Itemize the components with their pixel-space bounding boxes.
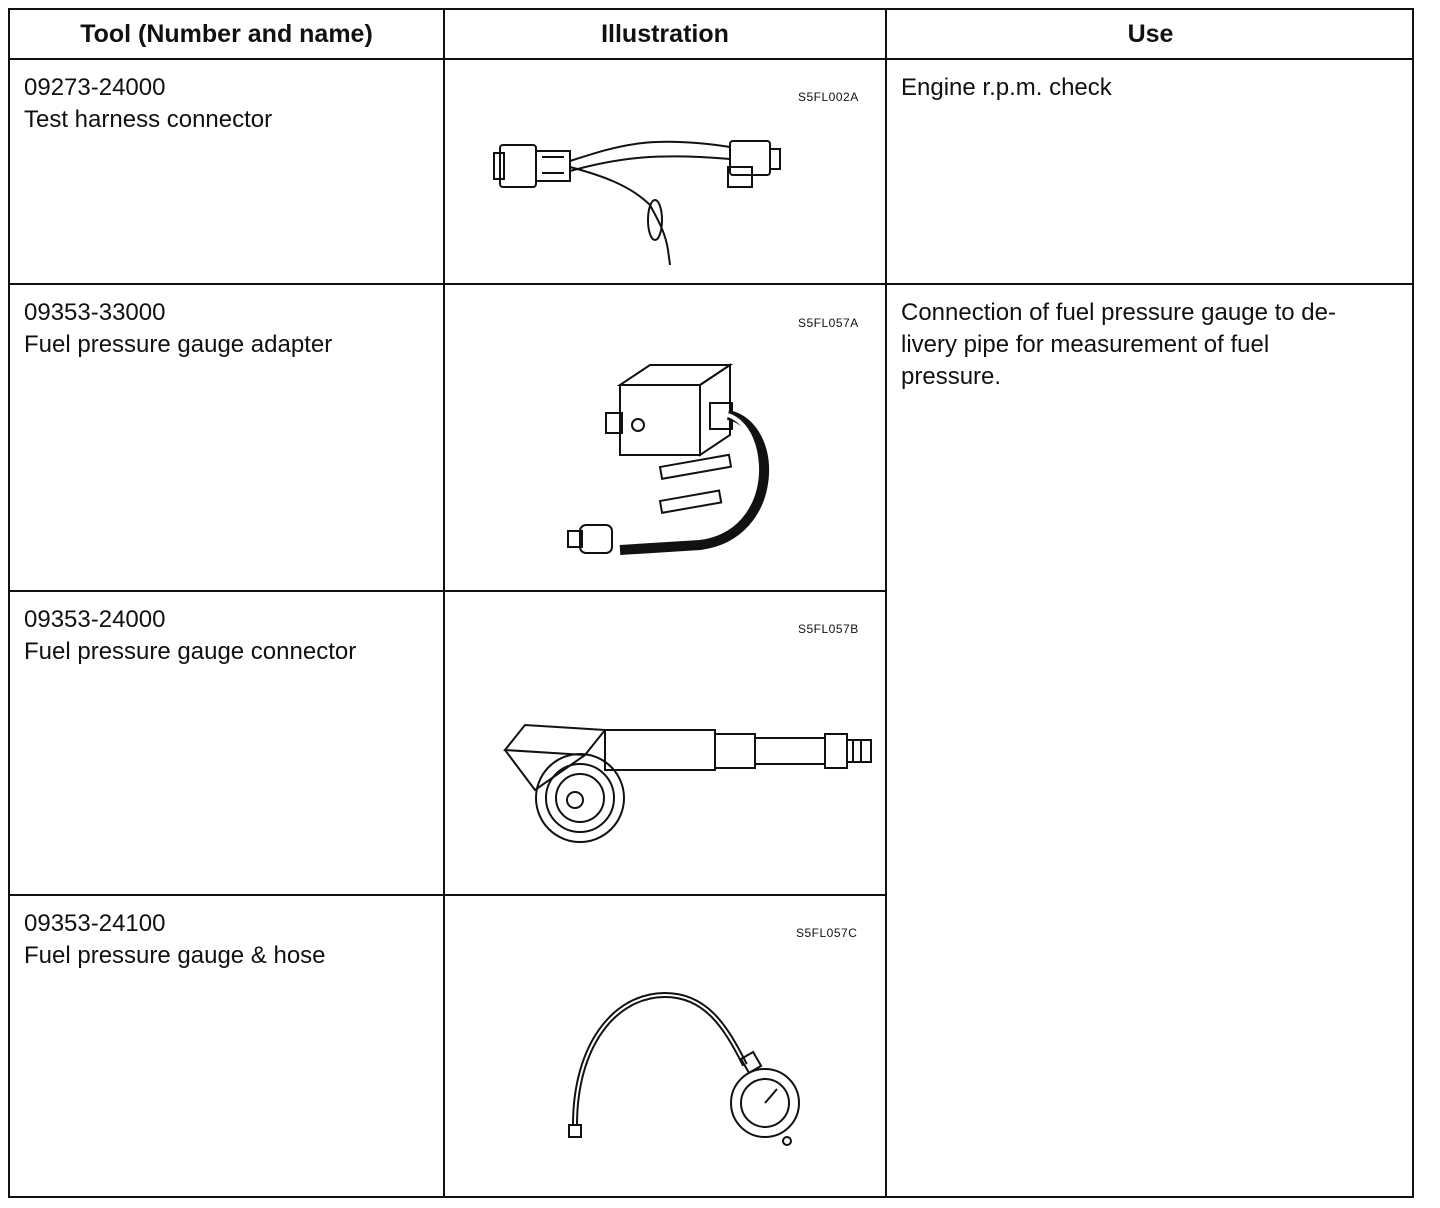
column-divider	[885, 10, 887, 1198]
use-cell: Connection of fuel pressure gauge to de-…	[901, 297, 1401, 393]
fuel-pressure-gauge-adapter-icon	[567, 363, 770, 555]
tool-name: Fuel pressure gauge & hose	[24, 942, 326, 969]
tool-name: Test harness connector	[24, 106, 273, 133]
special-tools-table: Tool (Number and name) Illustration Use …	[8, 8, 1414, 1198]
tool-cell: 09353-33000 Fuel pressure gauge adapter	[24, 297, 332, 361]
use-line: Connection of fuel pressure gauge to de-	[901, 299, 1336, 326]
figure-code: S5FL057B	[798, 622, 859, 636]
figure-code: S5FL057C	[796, 926, 858, 940]
tool-number: 09353-24100	[24, 910, 166, 937]
use-line: pressure.	[901, 363, 1002, 390]
use-line: livery pipe for measurement of fuel	[901, 331, 1270, 358]
tool-number: 09353-24000	[24, 606, 166, 633]
tool-cell: 09273-24000 Test harness connector	[24, 72, 272, 136]
header-tool: Tool (Number and name)	[80, 19, 373, 48]
fuel-pressure-gauge-hose-icon	[568, 991, 800, 1146]
header-divider	[10, 58, 1414, 60]
column-divider	[443, 10, 445, 1198]
row-divider	[10, 894, 886, 896]
tool-name: Fuel pressure gauge connector	[24, 638, 357, 665]
tool-number: 09273-24000	[24, 74, 166, 101]
tool-number: 09353-33000	[24, 299, 166, 326]
tool-cell: 09353-24000 Fuel pressure gauge connecto…	[24, 604, 356, 668]
tool-cell: 09353-24100 Fuel pressure gauge & hose	[24, 908, 326, 972]
use-cell: Engine r.p.m. check	[901, 72, 1401, 104]
row-divider	[10, 283, 1414, 285]
fuel-pressure-gauge-connector-icon	[503, 723, 872, 843]
test-harness-connector-icon	[493, 140, 781, 266]
header-illustration: Illustration	[601, 19, 729, 48]
figure-code: S5FL057A	[798, 316, 859, 330]
figure-code: S5FL002A	[798, 90, 859, 104]
use-line: Engine r.p.m. check	[901, 74, 1112, 101]
header-use: Use	[1127, 19, 1174, 48]
row-divider	[10, 590, 886, 592]
tool-name: Fuel pressure gauge adapter	[24, 331, 333, 358]
